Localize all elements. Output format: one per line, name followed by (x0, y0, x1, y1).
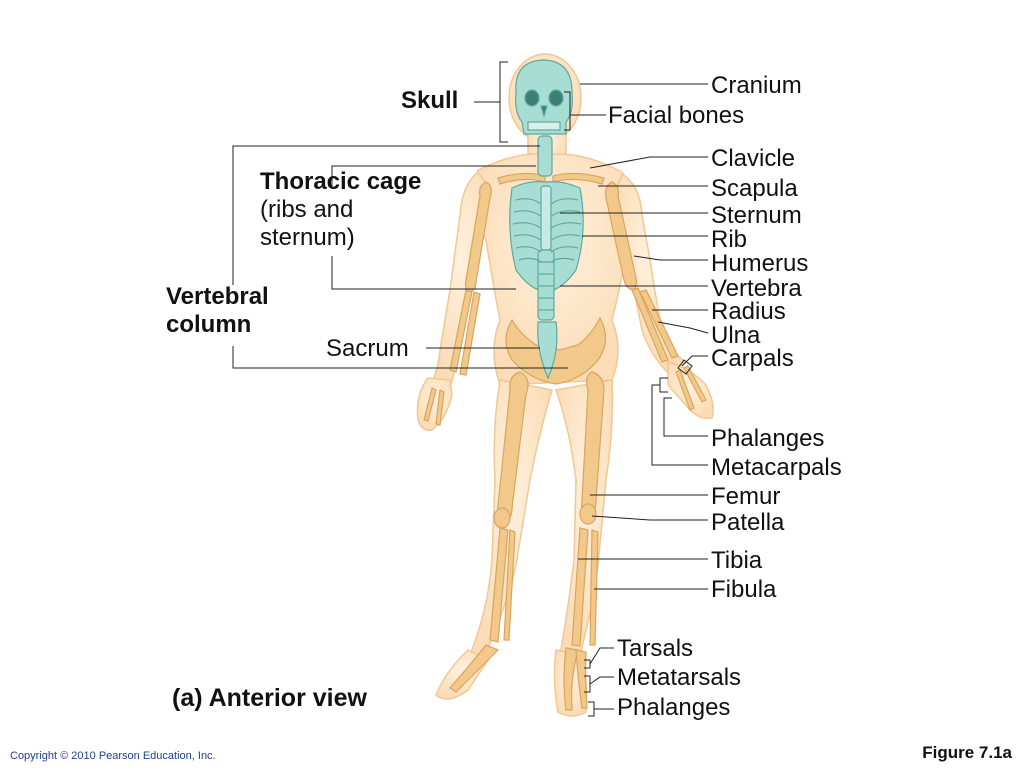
label-vertebral-column-1: Vertebral (166, 283, 269, 310)
figure-caption: (a) Anterior view (172, 684, 367, 712)
label-clavicle: Clavicle (711, 145, 796, 172)
axial-skeleton (509, 59, 584, 380)
label-radius: Radius (711, 298, 786, 325)
label-femur: Femur (711, 483, 781, 510)
label-tibia: Tibia (711, 547, 763, 574)
appendicular-bones (423, 172, 707, 711)
label-rib: Rib (711, 226, 748, 253)
leader-lines (232, 61, 709, 717)
label-vertebral-column-2: column (166, 311, 252, 338)
label-skull: Skull (401, 87, 459, 114)
label-thoracic-cage-title: Thoracic cage (260, 168, 422, 195)
label-fibula: Fibula (711, 576, 777, 603)
label-ulna: Ulna (711, 322, 761, 349)
label-phalanges-hand: Phalanges (711, 425, 825, 452)
label-phalanges-foot: Phalanges (617, 694, 731, 721)
label-metacarpals: Metacarpals (711, 454, 842, 481)
label-humerus: Humerus (711, 250, 809, 277)
label-thoracic-cage: Thoracic cage (ribs and sternum) (260, 168, 421, 252)
label-sacrum: Sacrum (326, 335, 409, 362)
copyright-notice: Copyright © 2010 Pearson Education, Inc. (10, 750, 216, 762)
label-thoracic-cage-sub-1: (ribs and (260, 196, 354, 223)
label-facial-bones: Facial bones (608, 102, 745, 129)
label-thoracic-cage-sub-2: sternum) (260, 224, 355, 251)
label-patella: Patella (711, 509, 785, 536)
label-vertebral-column: Vertebral column (166, 283, 269, 339)
label-vertebra: Vertebra (711, 275, 802, 302)
label-cranium: Cranium (711, 72, 802, 99)
rib-lines (512, 198, 582, 311)
label-carpals: Carpals (711, 345, 794, 372)
label-tarsals: Tarsals (617, 635, 694, 662)
body-silhouette (416, 53, 714, 717)
figure-number: Figure 7.1a (922, 743, 1012, 762)
label-sternum: Sternum (711, 202, 802, 229)
label-scapula: Scapula (711, 175, 798, 202)
label-metatarsals: Metatarsals (617, 664, 742, 691)
